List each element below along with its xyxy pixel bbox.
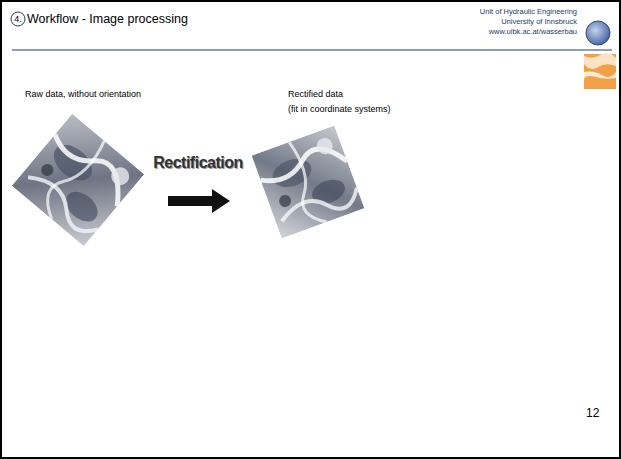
slide-title: Workflow - Image processing [27,12,188,26]
institute-name: Unit of Hydraulic Engineering [480,8,577,17]
process-label: Rectification [153,154,243,172]
number-circle [11,12,25,26]
page-number: 12 [586,407,599,421]
image-caption: Raw data, without orientation [25,89,141,99]
process-arrow [168,189,230,213]
image-caption: Rectified data [288,89,343,99]
section-number: 4. [14,14,22,24]
institute-name: University of Innsbruck [501,18,577,27]
raw-image [12,114,144,246]
image-caption: (fit in coordinate systems) [288,104,391,114]
header-rule [12,50,612,51]
university-logo [584,21,616,89]
institute-url: www.uibk.ac.at/wasserbau [489,28,577,37]
rectified-image [252,126,365,239]
